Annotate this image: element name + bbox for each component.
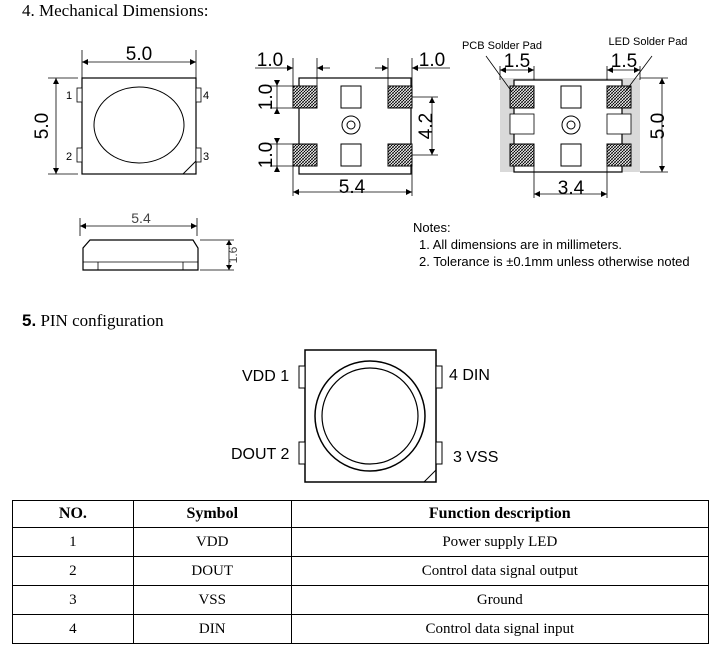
section-5-title: 5. PIN configuration <box>22 311 164 331</box>
cell-function: Control data signal output <box>290 556 710 586</box>
cell-no: 1 <box>12 527 134 557</box>
pin-2-label: DOUT 2 <box>231 446 290 463</box>
table-row: 1 VDD Power supply LED <box>12 527 710 557</box>
header-symbol: Symbol <box>132 500 292 528</box>
bottom-left-pad-width: 1.0 <box>257 50 283 71</box>
pin-3-label: 3 VSS <box>453 449 499 466</box>
pin-4-label: 4 DIN <box>449 367 490 384</box>
cell-no: 3 <box>12 585 134 615</box>
led-solder-pad-label: LED Solder Pad <box>609 36 688 48</box>
bottom-body-width: 5.4 <box>339 177 366 198</box>
bottom-view-drawing <box>255 58 450 196</box>
pin-diagram <box>298 349 443 483</box>
bottom-pad-spacing: 4.2 <box>416 113 437 139</box>
cell-function: Control data signal input <box>290 614 710 644</box>
top-pin-4-label: 4 <box>203 90 209 102</box>
top-view-drawing <box>48 50 202 175</box>
top-pin-3-label: 3 <box>203 151 209 163</box>
top-view-height-label: 5.0 <box>32 113 53 139</box>
solder-right-pad: 1.5 <box>611 51 637 72</box>
solder-left-pad: 1.5 <box>504 51 530 72</box>
bottom-pad-height-top: 1.0 <box>256 84 277 110</box>
cell-symbol: DOUT <box>132 556 292 586</box>
cell-symbol: VDD <box>132 527 292 557</box>
top-pin-1-label: 1 <box>66 90 72 102</box>
cell-function: Power supply LED <box>290 527 710 557</box>
side-view-height: 1.6 <box>226 246 240 263</box>
notes-block: Notes: 1. All dimensions are in millimet… <box>413 219 690 270</box>
pin-1-label: VDD 1 <box>242 368 290 385</box>
solder-span: 3.4 <box>558 178 585 199</box>
cell-no: 2 <box>12 556 134 586</box>
bottom-right-pad-width: 1.0 <box>419 50 445 71</box>
table-row: 3 VSS Ground <box>12 585 710 615</box>
side-view-drawing <box>79 218 234 271</box>
top-view-width-label: 5.0 <box>126 44 152 65</box>
pcb-solder-pad-label: PCB Solder Pad <box>462 40 542 52</box>
cell-no: 4 <box>12 614 134 644</box>
top-pin-2-label: 2 <box>66 151 72 163</box>
cell-symbol: DIN <box>132 614 292 644</box>
note-item: 2. Tolerance is ±0.1mm unless otherwise … <box>419 254 690 269</box>
header-no: NO. <box>12 500 134 528</box>
cell-function: Ground <box>290 585 710 615</box>
pin-table: NO. Symbol Function description 1 VDD Po… <box>12 500 710 644</box>
solder-height: 5.0 <box>648 113 669 139</box>
header-function: Function description <box>290 500 710 528</box>
cell-symbol: VSS <box>132 585 292 615</box>
note-item: 1. All dimensions are in millimeters. <box>419 237 623 252</box>
mechanical-drawings: 5.0 5.0 1 2 3 4 <box>32 36 688 271</box>
table-header-row: NO. Symbol Function description <box>12 500 710 528</box>
section-4-title: 4. Mechanical Dimensions: <box>22 1 209 20</box>
side-view-width: 5.4 <box>131 210 151 226</box>
section-5-number: 5. <box>22 311 37 330</box>
table-row: 4 DIN Control data signal input <box>12 614 710 644</box>
section-5-text: PIN configuration <box>36 311 164 330</box>
table-row: 2 DOUT Control data signal output <box>12 556 710 586</box>
bottom-pad-height-bottom: 1.0 <box>256 142 277 168</box>
notes-heading: Notes: <box>413 220 451 235</box>
solder-pad-drawing <box>485 55 668 198</box>
